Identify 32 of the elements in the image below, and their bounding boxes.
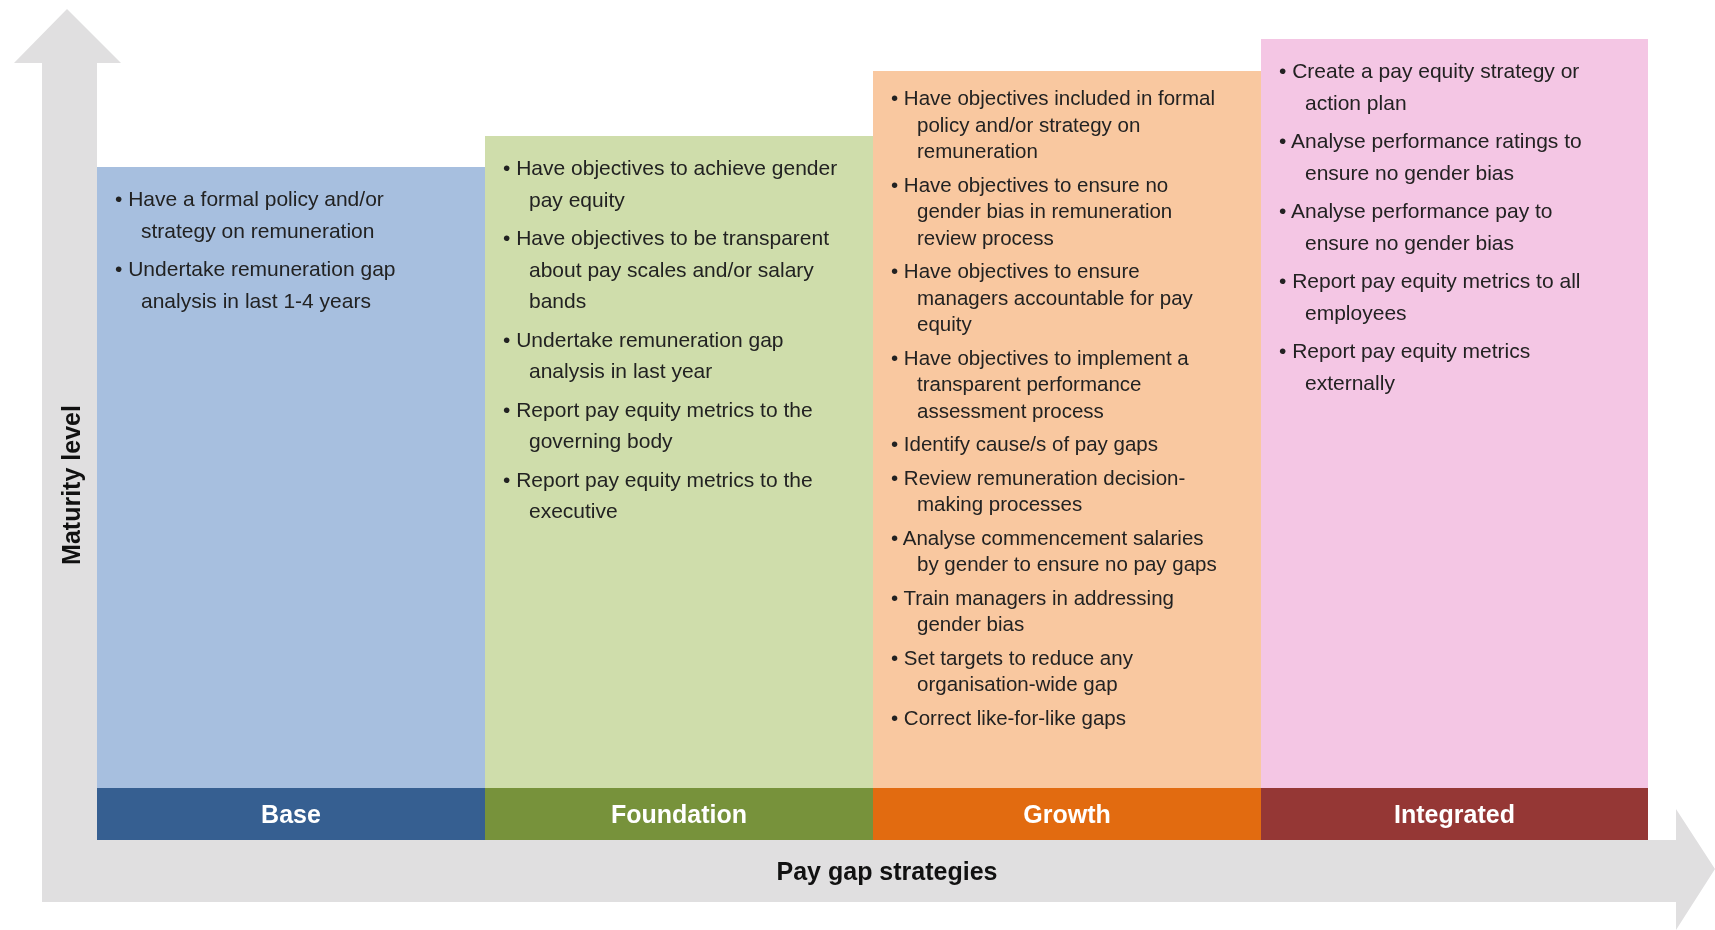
bullet-item: • Identify cause/s of pay gaps [891,431,1159,457]
stage-header-bar: Growth [873,788,1261,840]
bullet-item: • Undertake remuneration gap analysis in last 1-4 years [115,256,397,314]
stage-panel [485,136,873,788]
stage-header-bar: Integrated [1261,788,1648,840]
bullet-item: • Have objectives to be transparent about pay scales and/or salary bands [503,225,831,314]
bullet-item: • Create a pay equity strategy or action plan [1279,58,1581,116]
bullet-item: • Analyse commencement salaries by gender to ensure no pay gaps [891,524,1218,577]
stage-header-bar: Base [97,788,485,840]
bullet-item: • Have objectives to achieve gender pay equity [503,155,839,213]
bullet-item: • Analyse performance ratings to ensure no gender bias [1279,128,1583,186]
bullet-item: • Have objectives to ensure managers accountable for pay equity [891,258,1194,337]
bullet-item: • Report pay equity metrics to the governing body [503,396,814,454]
stage-panel [1261,39,1648,788]
bullet-item: • Have a formal policy and/or strategy on remuneration [115,186,385,244]
stage-panel [97,167,485,788]
bullet-item: • Train managers in addressing gender bias [891,584,1175,637]
bullet-item: • Review remuneration decision-making processes [891,464,1187,517]
bullet-item: • Report pay equity metrics to all employees [1279,268,1582,326]
bullet-item: • Report pay equity metrics externally [1279,338,1532,396]
bullet-item: • Have objectives to ensure no gender bias in remuneration review process [891,171,1174,251]
bullet-item: • Undertake remuneration gap analysis in last year [503,326,785,384]
bullet-item: • Correct like-for-like gaps [891,704,1128,731]
bullet-item: • Analyse performance pay to ensure no gender bias [1279,198,1554,256]
x-axis-label: Pay gap strategies [776,856,998,886]
bullet-item: • Report pay equity metrics to the executive [503,466,814,524]
bullet-item: • Have objectives included in formal policy and/or strategy on remuneration [891,85,1216,164]
bullet-item: • Have objectives to implement a transparent performance assessment process [891,344,1190,424]
bullet-item: • Set targets to reduce any organisation-wide gap [891,644,1134,697]
stage-panel [873,71,1261,788]
stage-header-bar: Foundation [485,788,873,840]
y-axis-label: Maturity level [56,405,86,565]
